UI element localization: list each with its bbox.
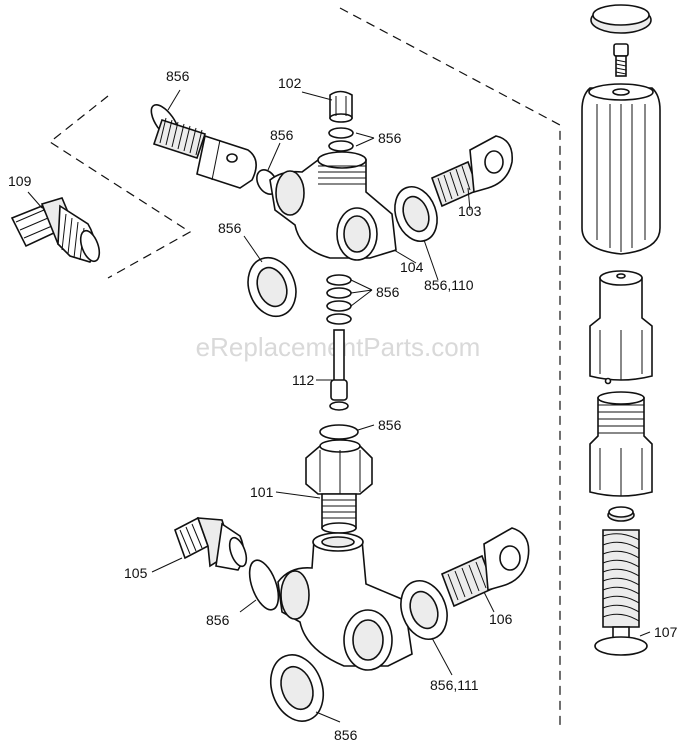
accumulator-housing	[581, 83, 661, 255]
valve-stem-112	[329, 329, 349, 411]
label-856-middle-orings: 856	[376, 284, 400, 300]
label-856-left-washer: 856	[218, 220, 242, 236]
label-104: 104	[400, 259, 424, 275]
accumulator-piston-body	[589, 270, 653, 385]
lower-valve-body	[277, 532, 413, 671]
o-rings-856-top	[328, 127, 354, 152]
label-856-spring-washer: 856	[166, 68, 190, 84]
accumulator-piston-107	[594, 626, 648, 656]
accumulator-spring	[602, 529, 640, 628]
o-ring-856-lower	[248, 559, 280, 611]
label-856-small-oring: 856	[270, 127, 294, 143]
label-856-seat-oring: 856	[378, 417, 402, 433]
banjo-bolt-103	[430, 135, 513, 208]
part-labels: 856 102 856 856 109 103 856 104 856,110 …	[8, 68, 678, 743]
sealing-washer-856-111	[400, 580, 448, 640]
valve-body-104	[269, 151, 397, 261]
label-856-110: 856,110	[424, 277, 474, 293]
unloader-spring	[152, 117, 207, 160]
o-rings-856-middle	[326, 274, 352, 325]
label-856-bottom-washer: 856	[334, 727, 358, 743]
label-856-top-orings: 856	[378, 130, 402, 146]
spring-retainer	[607, 506, 635, 522]
label-856-111: 856,111	[430, 677, 479, 693]
leader-lines	[27, 89, 651, 723]
outlet-fitting-105	[174, 516, 248, 571]
sealing-washer-856-left	[247, 256, 297, 318]
sealing-washer-856-110	[394, 186, 438, 242]
assembly-guide-lines	[48, 7, 561, 725]
label-112: 112	[292, 372, 315, 388]
o-ring-856-seat	[319, 424, 359, 440]
label-109: 109	[8, 173, 32, 189]
label-103: 103	[458, 203, 482, 219]
sealing-washer-856-bottom	[269, 654, 325, 722]
inlet-fitting-109	[10, 197, 101, 263]
label-107: 107	[654, 624, 678, 640]
label-102: 102	[278, 75, 302, 91]
accumulator-cap	[590, 4, 652, 34]
label-101: 101	[250, 484, 274, 500]
cap-plug-102	[329, 90, 353, 123]
label-856-lower-oring: 856	[206, 612, 230, 628]
cap-screw	[613, 43, 629, 77]
valve-seat-101	[305, 439, 373, 534]
unloader-piston	[196, 134, 257, 189]
banjo-bolt-106	[440, 527, 530, 608]
label-105: 105	[124, 565, 148, 581]
label-106: 106	[489, 611, 513, 627]
accumulator-sleeve	[589, 391, 653, 497]
